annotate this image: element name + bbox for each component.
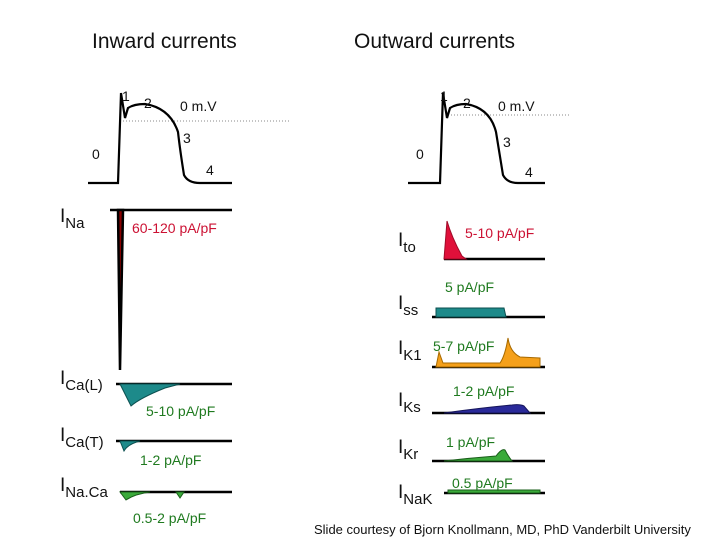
inaca-label: INa.Ca [60,475,108,501]
ical-trace [116,382,232,407]
ito-trace [443,220,545,261]
icat-current [119,440,141,453]
ical-amplitude: 5-10 pA/pF [146,403,216,419]
right-ap-phase-3-label: 3 [503,134,511,150]
ik1-label: IK1 [398,338,422,364]
ik1-current [435,337,541,368]
left-ap-phase-1-label: 1 [122,88,130,104]
inaca-amplitude: 0.5-2 pA/pF [133,510,207,526]
left-ap-phase-0-label: 0 [92,146,100,162]
right-zero-mv-label: 0 m.V [498,98,535,114]
ina-trace [110,208,232,371]
left-ap-trace [88,92,232,185]
inaca-trace [119,490,232,501]
ikr-amplitude: 1 pA/pF [446,434,496,450]
icat-trace [116,439,232,453]
iks-label: IKs [398,390,421,416]
iss-amplitude: 5 pA/pF [445,279,495,295]
iss-trace [432,307,545,319]
inak-current [447,489,541,494]
ikr-trace [432,449,545,463]
ik1-trace [432,337,545,369]
left-ap-phase-4-label: 4 [206,162,214,178]
icat-label: ICa(T) [60,425,104,451]
right-ap-phase-2-label: 2 [463,95,471,111]
left-ap-phase-3-label: 3 [183,130,191,146]
inward-currents-title: Inward currents [92,30,237,53]
left-action-potential [88,92,290,185]
inaca-current-late [175,491,185,499]
iks-trace [432,404,545,415]
ical-label: ICa(L) [60,368,103,394]
ito-label: Ito [398,230,416,256]
iks-amplitude: 1-2 pA/pF [453,383,515,399]
inaca-current-early [119,491,151,501]
right-ap-phase-0-label: 0 [416,146,424,162]
right-ap-phase-4-label: 4 [525,164,533,180]
iss-current [435,307,507,318]
right-action-potential [408,92,570,185]
icat-amplitude: 1-2 pA/pF [140,452,202,468]
inak-amplitude: 0.5 pA/pF [452,475,513,491]
ik1-amplitude: 5-7 pA/pF [433,338,495,354]
ito-current [443,220,468,260]
ical-current [119,383,181,407]
inak-trace [444,489,545,495]
inak-label: INaK [398,482,433,508]
ina-amplitude: 60-120 pA/pF [132,220,217,236]
left-ap-phase-2-label: 2 [144,95,152,111]
left-zero-mv-label: 0 m.V [180,98,217,114]
right-ap-phase-1-label: 1 [440,88,448,104]
ikr-current [443,449,514,462]
ikr-label: IKr [398,437,419,463]
ina-spike [116,208,125,371]
right-ap-trace [408,92,545,185]
outward-currents-title: Outward currents [354,30,516,53]
iks-current [443,404,532,414]
ito-amplitude: 5-10 pA/pF [465,225,535,241]
ina-label: INa [60,206,85,232]
iss-label: Iss [398,293,419,319]
slide-credit: Slide courtesy of Bjorn Knollmann, MD, P… [314,522,691,537]
